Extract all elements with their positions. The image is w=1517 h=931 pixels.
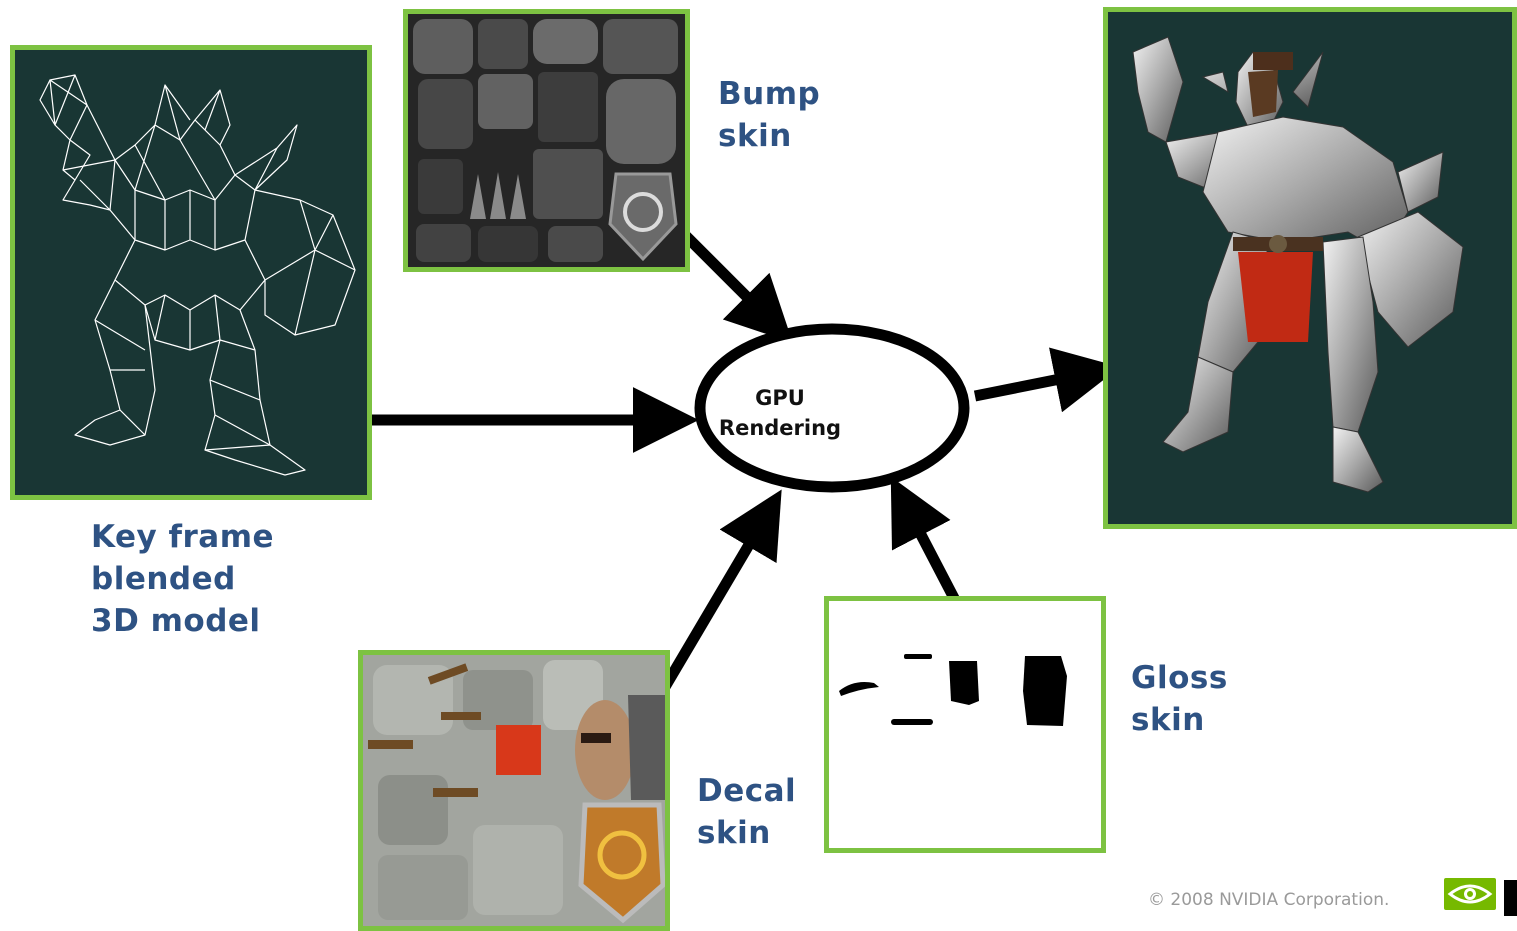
arrow-decal-to-gpu <box>662 516 766 692</box>
bump-label-line2: skin <box>718 115 820 157</box>
gloss-skin-panel <box>824 596 1106 853</box>
model-label-line3: 3D model <box>91 600 274 642</box>
gloss-label: Gloss skin <box>1131 657 1228 741</box>
gpu-label-line1: GPU <box>700 383 860 413</box>
bump-skin-panel <box>403 9 690 272</box>
wireframe-character-image <box>15 50 367 495</box>
bump-label-line1: Bump <box>718 73 820 115</box>
nvidia-eye-icon <box>1444 872 1517 916</box>
arrow-gpu-to-output <box>975 373 1090 396</box>
decal-label-line2: skin <box>697 812 796 854</box>
gpu-rendering-label: GPU Rendering <box>700 383 860 443</box>
bump-skin-texture-image <box>408 14 685 267</box>
rendered-output-panel <box>1103 7 1517 529</box>
decal-skin-panel <box>358 650 670 931</box>
rendered-character-image <box>1108 12 1512 524</box>
gloss-label-line1: Gloss <box>1131 657 1228 699</box>
gloss-label-line2: skin <box>1131 699 1228 741</box>
arrow-gloss-to-gpu <box>905 504 955 600</box>
wireframe-model-panel <box>10 45 372 500</box>
arrow-bump-to-gpu <box>682 232 771 321</box>
decal-skin-texture-image <box>363 655 665 926</box>
copyright-text: © 2008 NVIDIA Corporation. <box>1148 890 1389 910</box>
decal-label: Decal skin <box>697 770 796 854</box>
bump-label: Bump skin <box>718 73 820 157</box>
gpu-label-line2: Rendering <box>700 413 860 443</box>
model-label-line2: blended <box>91 558 274 600</box>
gloss-skin-texture-image <box>829 601 1101 848</box>
model-label: Key frame blended 3D model <box>91 516 274 642</box>
decal-label-line1: Decal <box>697 770 796 812</box>
model-label-line1: Key frame <box>91 516 274 558</box>
